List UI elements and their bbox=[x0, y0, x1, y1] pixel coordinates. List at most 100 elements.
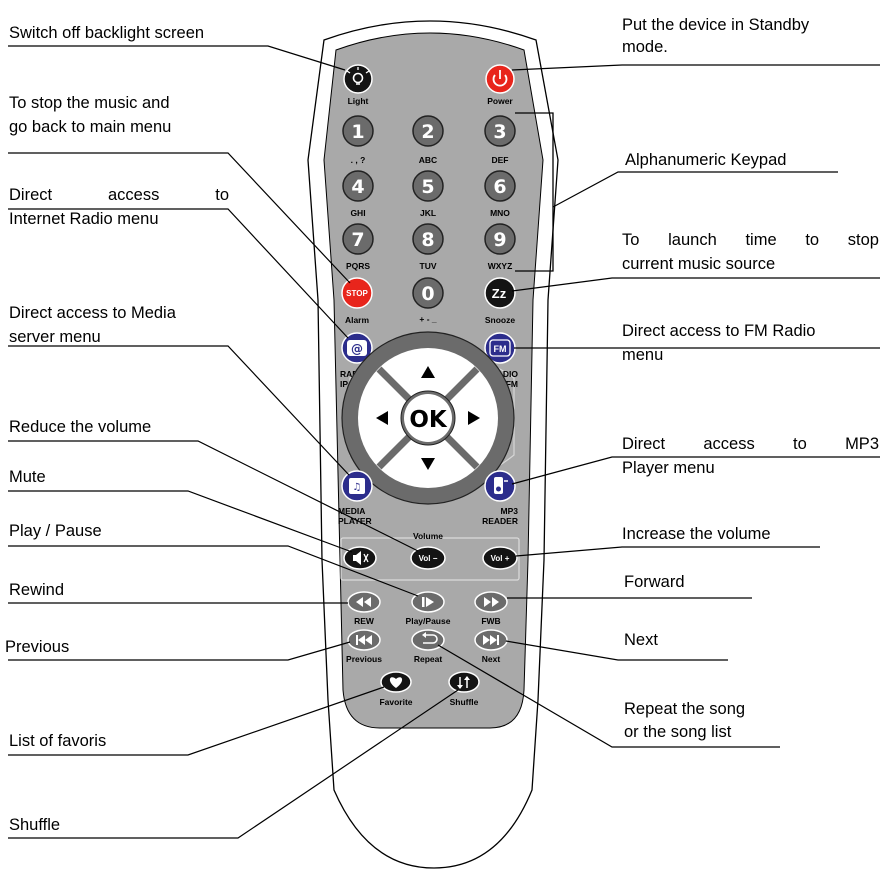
light-button[interactable] bbox=[343, 64, 373, 94]
annotation-switch-off-backlight: Switch off backlight screen bbox=[9, 24, 205, 42]
annotation-fm-radio-1: Direct access to FM Radio bbox=[622, 322, 816, 340]
radio-fm-label-1: RADIO bbox=[491, 369, 519, 379]
annotation-rewind: Rewind bbox=[9, 581, 65, 599]
left-arrow-button[interactable] bbox=[376, 411, 388, 425]
annotation-previous: Previous bbox=[5, 638, 70, 656]
media-player-label-1: MEDIA bbox=[338, 506, 365, 516]
key-0-letters: + - _ bbox=[419, 314, 437, 324]
fwb-label: FWB bbox=[481, 616, 500, 626]
svg-text:2: 2 bbox=[421, 121, 434, 143]
power-button[interactable] bbox=[485, 64, 515, 94]
power-label: Power bbox=[487, 96, 513, 106]
mute-button[interactable] bbox=[343, 546, 377, 570]
key-4-letters: GHI bbox=[350, 208, 365, 218]
annotation-mp3-1: Direct access to MP3 bbox=[622, 435, 879, 453]
svg-text:1: 1 bbox=[351, 121, 364, 143]
svg-text:5: 5 bbox=[421, 176, 434, 198]
annotation-mute: Mute bbox=[9, 468, 46, 486]
key-0[interactable]: 0 bbox=[412, 277, 444, 309]
previous-label: Previous bbox=[346, 654, 382, 664]
key-4[interactable]: 4 bbox=[342, 170, 374, 202]
key-1[interactable]: 1 bbox=[342, 115, 374, 147]
leader-mp3 bbox=[511, 456, 880, 485]
leader-radio-ip bbox=[8, 208, 349, 339]
power-icon bbox=[492, 74, 508, 87]
snooze-button[interactable]: Zz bbox=[484, 277, 516, 309]
down-arrow-button[interactable] bbox=[421, 458, 435, 470]
leader-vol-plus bbox=[515, 546, 820, 557]
play-pause-icon bbox=[422, 597, 425, 607]
annotation-media-server-1: Direct access to Media bbox=[9, 304, 176, 322]
annotation-alphanumeric-keypad: Alphanumeric Keypad bbox=[625, 151, 787, 169]
annotation-media-server-2: server menu bbox=[9, 328, 101, 346]
repeat-button[interactable] bbox=[411, 629, 445, 651]
keypad-bracket bbox=[515, 112, 554, 272]
mp3-reader-button[interactable] bbox=[484, 470, 516, 502]
annotation-sleep-timer-1: To launch time to stop bbox=[622, 231, 879, 249]
leader-play-pause bbox=[8, 545, 419, 597]
vol-minus-button[interactable]: Vol − bbox=[410, 546, 446, 570]
next-icon bbox=[483, 635, 490, 645]
key-8[interactable]: 8 bbox=[412, 223, 444, 255]
rewind-button[interactable] bbox=[347, 591, 381, 613]
leader-vol-minus bbox=[8, 440, 419, 552]
key-7[interactable]: 7 bbox=[342, 223, 374, 255]
annotation-play-pause: Play / Pause bbox=[9, 522, 102, 540]
music-note-icon: ♫ bbox=[353, 482, 362, 493]
annotation-stop-music-2: go back to main menu bbox=[9, 118, 172, 136]
leader-shuffle bbox=[8, 689, 459, 839]
stop-button[interactable]: STOP bbox=[341, 277, 373, 309]
radio-fm-label-2: FM bbox=[506, 379, 518, 389]
alarm-label: Alarm bbox=[345, 315, 370, 325]
annotation-repeat-1: Repeat the song bbox=[624, 700, 746, 718]
next-label: Next bbox=[482, 654, 501, 664]
previous-icon bbox=[356, 635, 358, 645]
vol-plus-button[interactable]: Vol + bbox=[482, 546, 518, 570]
ok-button[interactable]: OK bbox=[400, 390, 456, 446]
svg-text:Vol +: Vol + bbox=[491, 554, 510, 563]
media-player-label-2: PLAYER bbox=[338, 516, 372, 526]
key-6[interactable]: 6 bbox=[484, 170, 516, 202]
light-label: Light bbox=[348, 96, 369, 106]
volume-label: Volume bbox=[413, 531, 443, 541]
annotation-internet-radio-1: Direct access to bbox=[9, 186, 229, 204]
key-9[interactable]: 9 bbox=[484, 223, 516, 255]
annotation-next: Next bbox=[624, 631, 658, 649]
shuffle-button[interactable] bbox=[448, 671, 480, 693]
annotation-standby-1: Put the device in Standby bbox=[622, 16, 810, 34]
forward-button[interactable] bbox=[474, 591, 508, 613]
svg-text:0: 0 bbox=[421, 283, 434, 305]
svg-text:3: 3 bbox=[493, 121, 506, 143]
stop-icon: STOP bbox=[346, 289, 368, 298]
leader-repeat bbox=[437, 644, 780, 748]
next-button[interactable] bbox=[474, 629, 508, 651]
svg-text:Vol −: Vol − bbox=[419, 554, 438, 563]
at-icon: @ bbox=[351, 342, 363, 356]
radio-ip-button[interactable]: @ bbox=[341, 332, 373, 364]
key-2-letters: ABC bbox=[419, 155, 437, 165]
annotation-standby-2: mode. bbox=[622, 38, 668, 56]
play-pause-button[interactable] bbox=[411, 591, 445, 613]
up-arrow-button[interactable] bbox=[421, 366, 435, 378]
svg-text:6: 6 bbox=[493, 176, 506, 198]
rew-label: REW bbox=[354, 616, 375, 626]
leader-snooze bbox=[511, 277, 880, 292]
previous-button[interactable] bbox=[347, 629, 381, 651]
annotation-forward: Forward bbox=[624, 573, 685, 591]
annotation-fm-radio-2: menu bbox=[622, 346, 664, 364]
media-player-button[interactable]: ♫ bbox=[341, 470, 373, 502]
annotation-mp3-2: Player menu bbox=[622, 459, 715, 477]
leader-stop bbox=[8, 152, 351, 284]
leader-previous bbox=[8, 641, 351, 661]
annotation-stop-music-1: To stop the music and bbox=[9, 94, 170, 112]
leader-next bbox=[505, 640, 728, 661]
favorite-button[interactable] bbox=[380, 671, 412, 693]
right-arrow-button[interactable] bbox=[468, 411, 480, 425]
key-5[interactable]: 5 bbox=[412, 170, 444, 202]
key-3[interactable]: 3 bbox=[484, 115, 516, 147]
key-2[interactable]: 2 bbox=[412, 115, 444, 147]
annotation-reduce-volume: Reduce the volume bbox=[9, 418, 152, 436]
radio-ip-label-2: IP bbox=[340, 379, 348, 389]
